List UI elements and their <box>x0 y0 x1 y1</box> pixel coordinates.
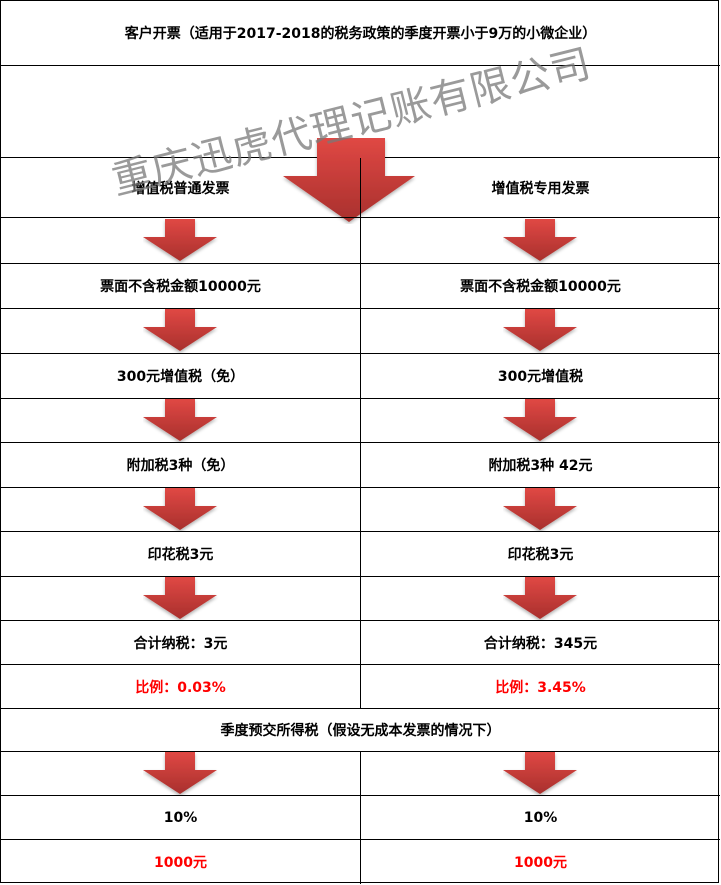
income-tax-title: 季度预交所得税（假设无成本发票的情况下） <box>220 723 501 739</box>
arrow-row <box>1 577 720 621</box>
down-arrow-icon <box>143 488 219 532</box>
down-arrow-icon <box>143 219 219 263</box>
income-rate-row: 10% 10% <box>1 796 720 840</box>
stamp-row: 印花税3元 印花税3元 <box>1 532 720 577</box>
down-arrow-icon <box>143 309 219 353</box>
total-left: 合计纳税：3元 <box>1 621 361 664</box>
down-arrow-icon <box>503 399 579 443</box>
income-tax-left: 1000元 <box>1 840 361 884</box>
arrow-row <box>1 399 720 443</box>
down-arrow-icon <box>503 488 579 532</box>
vat-right: 300元增值税 <box>497 369 584 385</box>
vat-row: 300元增值税（免） 300元增值税 <box>1 354 720 399</box>
income-rate-right: 10% <box>523 809 558 826</box>
ratio-row: 比例：0.03% 比例：3.45% <box>1 665 720 709</box>
big-arrow-row <box>1 66 720 222</box>
amount-left: 票面不含税金额10000元 <box>1 264 361 308</box>
arrow-row <box>1 218 720 264</box>
down-arrow-icon <box>143 399 219 443</box>
total-row: 合计纳税：3元 合计纳税：345元 <box>1 621 720 665</box>
invoice-type-left: 增值税普通发票 <box>1 158 361 217</box>
income-tax-right: 1000元 <box>514 855 567 871</box>
income-tax-title-row: 季度预交所得税（假设无成本发票的情况下） <box>1 709 720 752</box>
amount-right: 票面不含税金额10000元 <box>460 279 621 295</box>
invoice-type-row: 增值税普通发票 增值税专用发票 <box>1 158 720 218</box>
down-arrow-icon <box>503 752 579 796</box>
vat-left: 300元增值税（免） <box>1 354 361 398</box>
arrow-row <box>1 752 720 796</box>
ratio-right: 比例：3.45% <box>495 679 586 696</box>
surcharge-row: 附加税3种（免） 附加税3种 42元 <box>1 443 720 488</box>
total-right: 合计纳税：345元 <box>483 635 598 652</box>
stamp-left: 印花税3元 <box>1 532 361 576</box>
down-arrow-icon <box>503 577 579 621</box>
income-rate-left: 10% <box>1 796 361 839</box>
stamp-right: 印花税3元 <box>507 547 574 563</box>
down-arrow-icon <box>283 138 415 222</box>
down-arrow-icon <box>143 577 219 621</box>
down-arrow-icon <box>503 309 579 353</box>
amount-row: 票面不含税金额10000元 票面不含税金额10000元 <box>1 264 720 309</box>
income-tax-row: 1000元 1000元 <box>1 840 720 884</box>
surcharge-left: 附加税3种（免） <box>1 443 361 487</box>
arrow-row <box>1 488 720 532</box>
surcharge-right: 附加税3种 42元 <box>488 458 593 474</box>
page-title: 客户开票（适用于2017-2018的税务政策的季度开票小于9万的小微企业） <box>124 26 597 42</box>
down-arrow-icon <box>503 219 579 263</box>
down-arrow-icon <box>143 752 219 796</box>
invoice-type-right: 增值税专用发票 <box>491 180 590 197</box>
ratio-left: 比例：0.03% <box>1 665 361 708</box>
arrow-row <box>1 309 720 354</box>
header-row: 客户开票（适用于2017-2018的税务政策的季度开票小于9万的小微企业） <box>1 1 720 66</box>
